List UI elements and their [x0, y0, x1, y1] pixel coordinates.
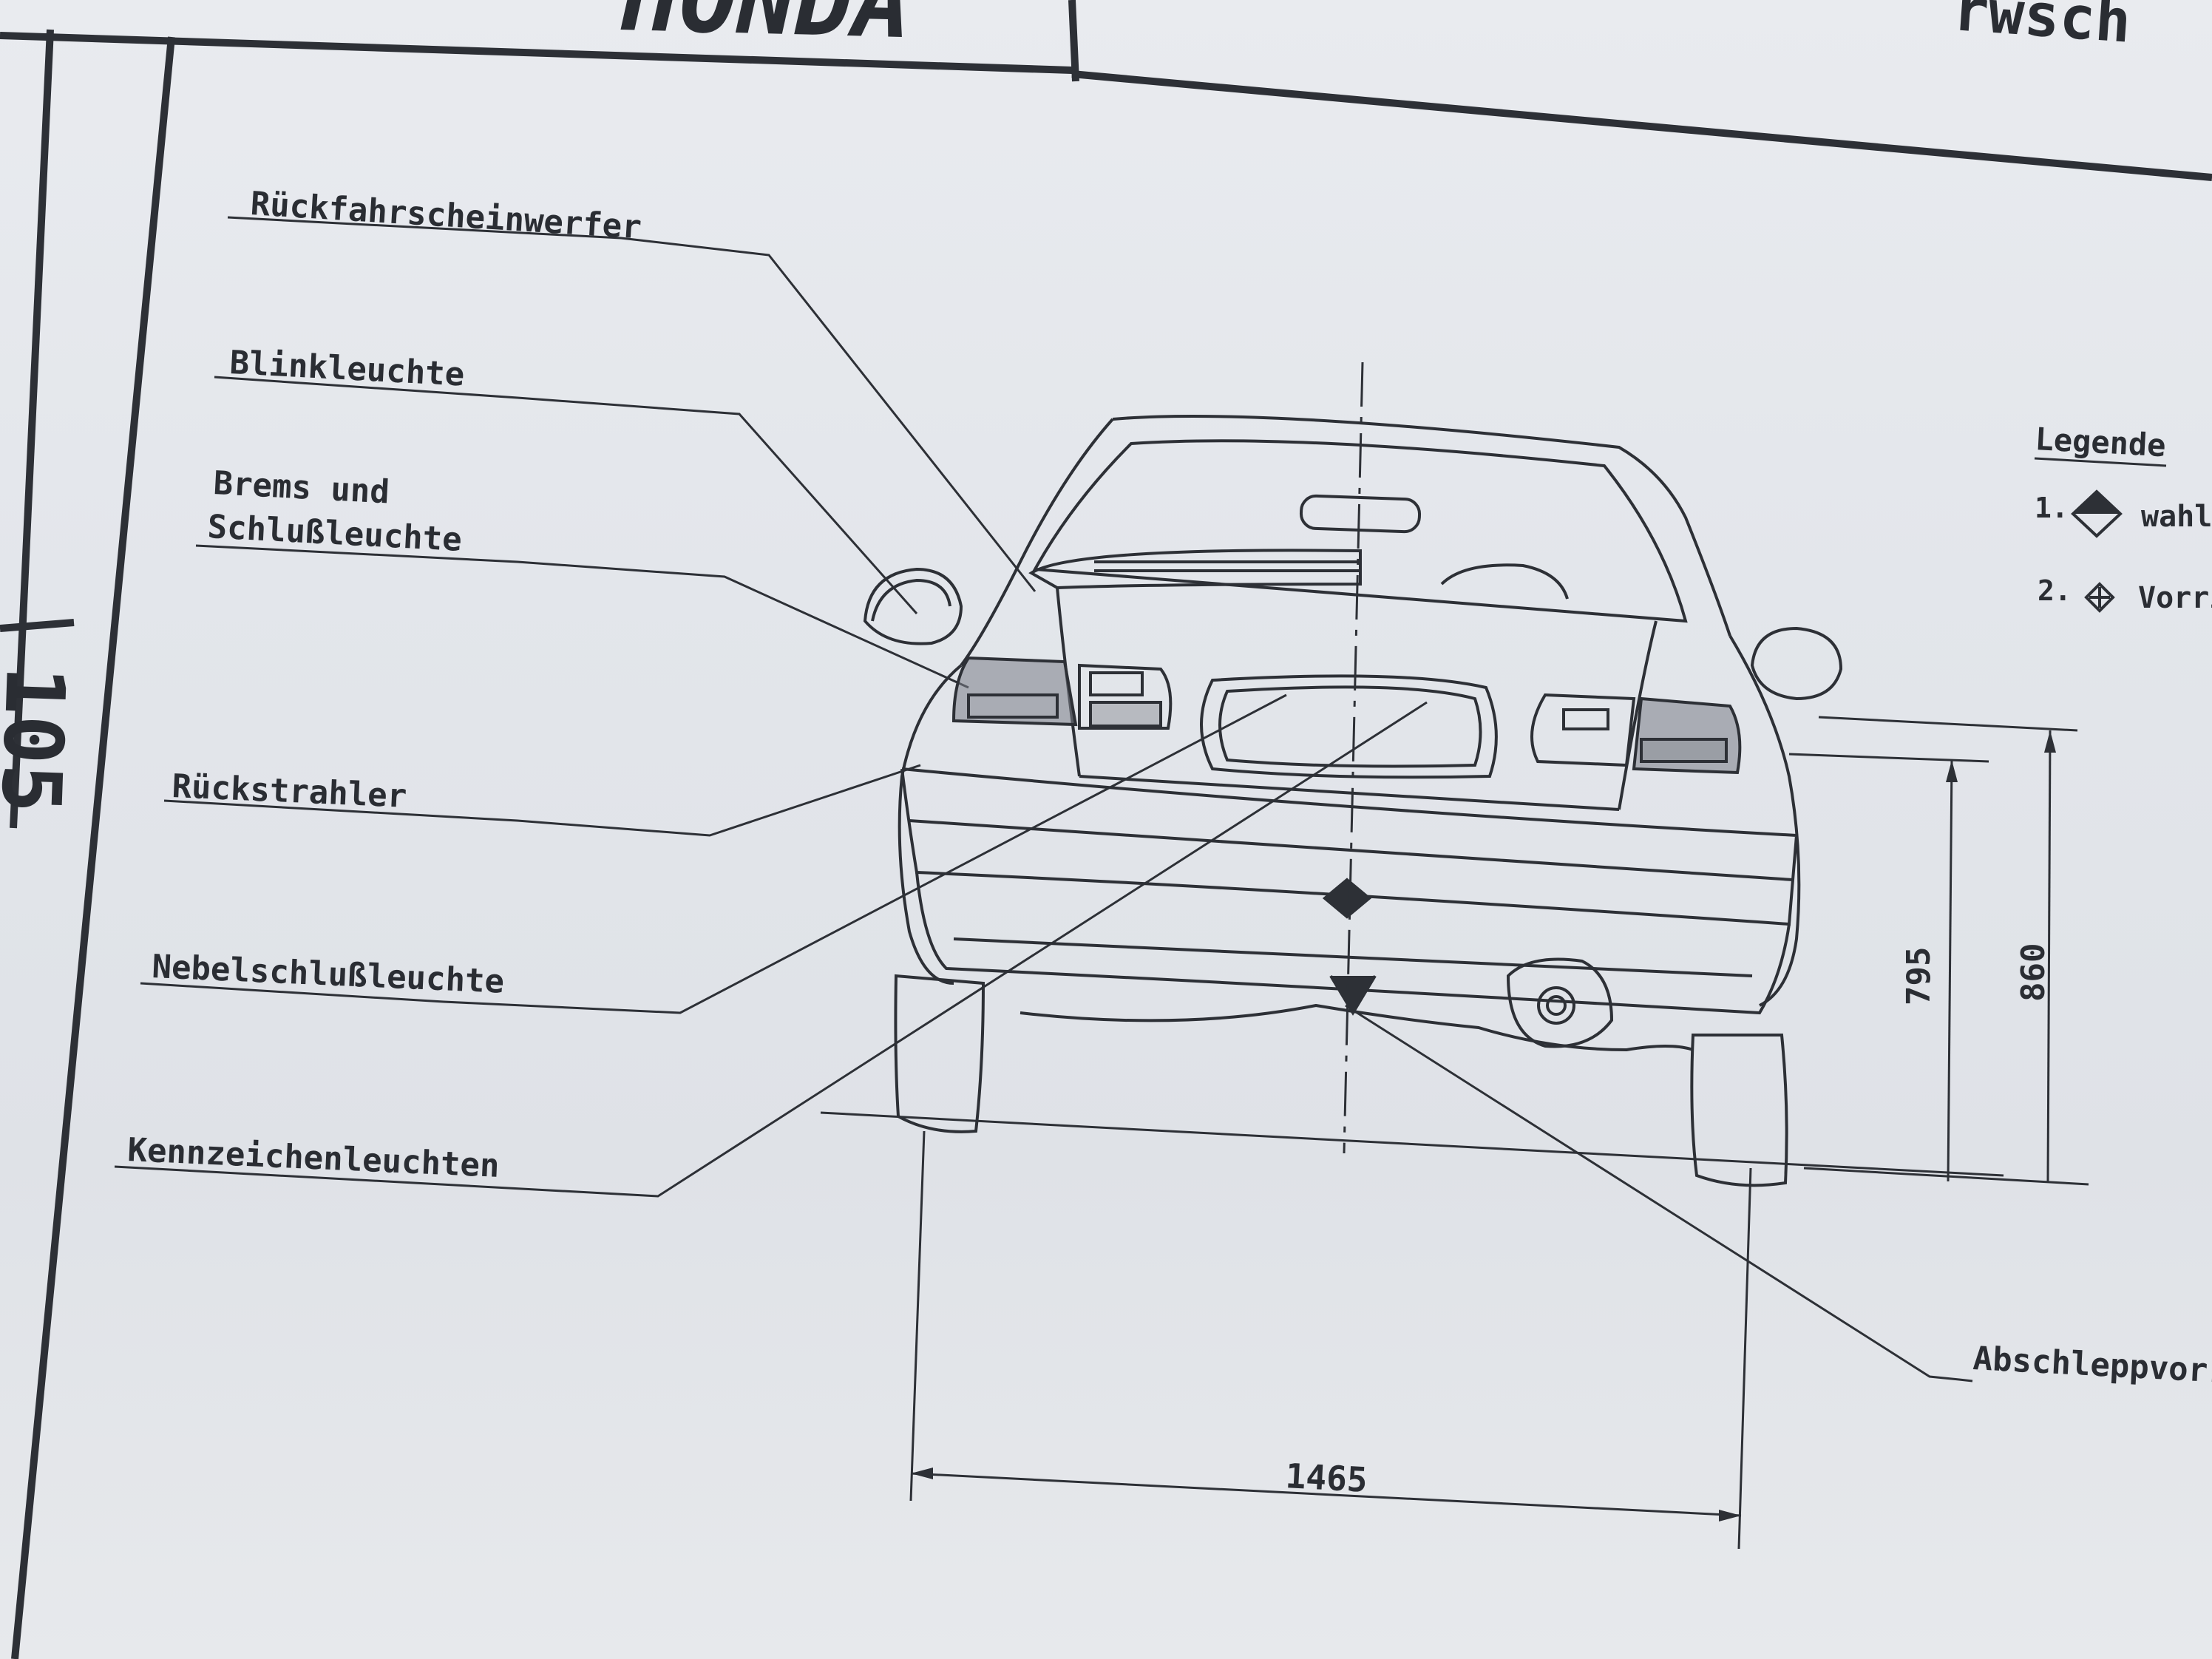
vertical-centerline: [1343, 362, 1364, 1154]
dimension-label-upper-height: 860: [2015, 943, 2052, 1002]
legend-item-text-1: wahl: [2141, 500, 2212, 534]
rear-emblem: [1322, 878, 1372, 919]
leader-lines: [114, 216, 1973, 1382]
diamond-cross-icon: [2084, 582, 2115, 613]
dimension-label-track-width: 1465: [1284, 1456, 1368, 1500]
dimension-heights: [1788, 716, 2089, 1186]
right-rear-wheel: [1690, 1034, 1788, 1187]
left-taillight: [951, 656, 1078, 727]
diamond-filled-icon: [2071, 489, 2123, 538]
side-number: 105: [0, 665, 83, 815]
rear-window: [1032, 439, 1688, 623]
license-plate-recess: [1200, 674, 1498, 779]
legend-item-number-1: 1.: [2035, 492, 2069, 524]
legend-item-number-2: 2.: [2038, 574, 2072, 607]
exhaust-pipe: [1537, 986, 1575, 1025]
legend-item-text-2: Vorri: [2138, 581, 2212, 615]
callout-label-nebelschluss: Nebelschlußleuchte: [152, 948, 506, 1001]
car-roof-outline: [1112, 415, 1731, 637]
dimension-track-width: [909, 1130, 1752, 1550]
callout-label-abschlepp: Abschleppvorri: [1972, 1340, 2212, 1391]
rear-spoiler: [1028, 549, 1362, 590]
legend-title: Legende: [2034, 421, 2166, 464]
ground-line: [820, 1111, 2004, 1177]
dimension-label-lower-height: 795: [1900, 947, 1938, 1005]
left-rear-wheel: [894, 974, 985, 1133]
third-brake-light: [1299, 494, 1422, 534]
tow-hook-point: [1329, 974, 1377, 1016]
left-mirror: [863, 567, 963, 645]
header-fragment: rwsch: [1951, 0, 2134, 56]
car-rear-view: [863, 415, 1843, 1187]
legend: Legende 1. wahl 2. Vorri: [2034, 421, 2212, 615]
callout-label-brems-line1: Brems und: [212, 464, 390, 511]
brand-logo: HONDA: [620, 0, 912, 60]
callout-label-brems-line2: Schlußleuchte: [206, 508, 463, 559]
callout-labels: Rückfahrscheinwerfer Blinkleuchte Brems …: [127, 185, 2212, 1391]
right-mirror: [1750, 626, 1843, 701]
